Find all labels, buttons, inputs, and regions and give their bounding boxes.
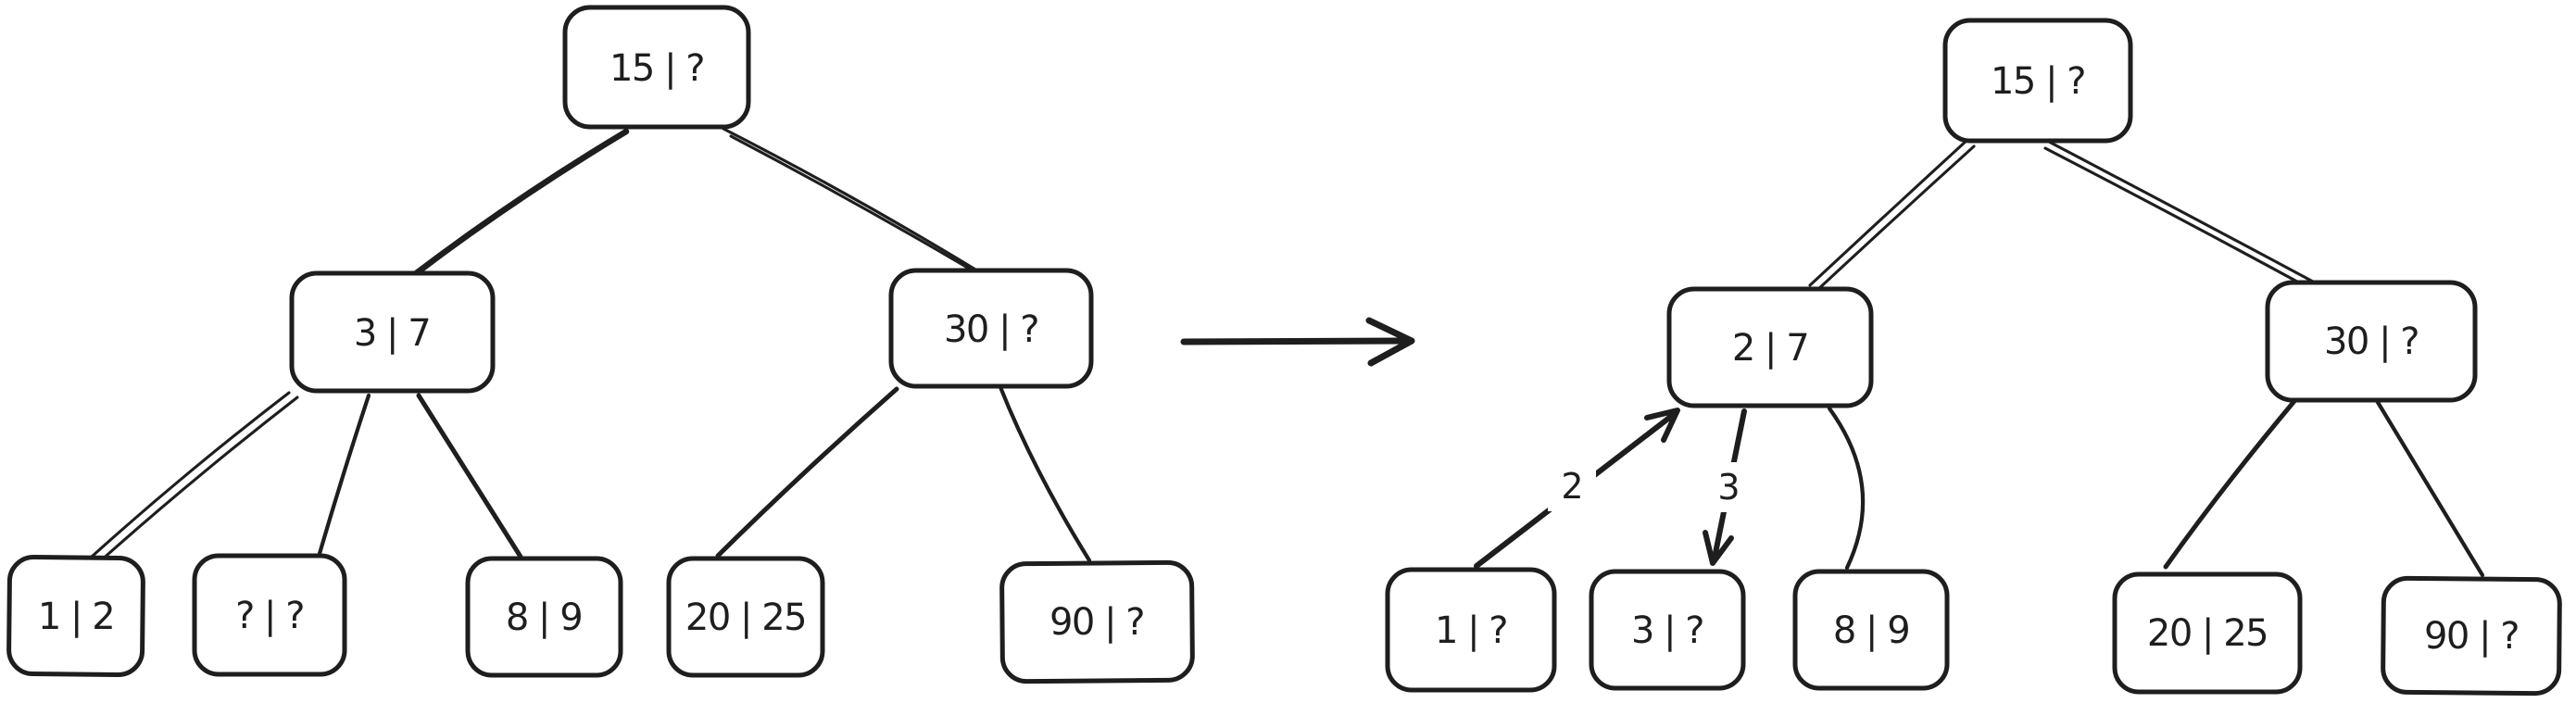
edge-30-to-90 <box>998 384 1092 563</box>
node-left-leaf-8-9: 8 | 9 <box>465 556 623 678</box>
node-label: 20 | 25 <box>2147 612 2268 655</box>
node-right-2-7: 2 | 7 <box>1666 286 1874 408</box>
edge-right-root-to-30-a <box>2047 140 2315 283</box>
node-label: 15 | ? <box>609 47 704 90</box>
edge-3-7-to-8-9 <box>416 393 523 559</box>
edge-2-7-to-8-9 <box>1827 406 1866 571</box>
node-label: 8 | 9 <box>506 596 582 639</box>
edge-right-30-to-90 <box>2373 396 2485 578</box>
up-arrow-label-bg <box>1548 460 1596 511</box>
left-tree: 15 | ? 3 | 7 30 | ? 1 | 2 ? | ? 8 | 9 20… <box>6 5 1195 684</box>
node-left-leaf-90: 90 | ? <box>999 559 1195 684</box>
node-label: 90 | ? <box>1049 601 1144 644</box>
transform-arrow-head <box>1365 317 1415 367</box>
node-label: 3 | 7 <box>354 312 430 355</box>
node-right-leaf-1: 1 | ? <box>1385 567 1557 693</box>
node-left-root-15: 15 | ? <box>562 5 751 130</box>
edge-30-to-20-25 <box>715 386 899 559</box>
node-left-leaf-1-2: 1 | 2 <box>6 555 145 677</box>
node-label: 2 | 7 <box>1732 327 1808 370</box>
edge-right-root-to-2-7-a <box>1808 138 1969 287</box>
node-right-leaf-8-9: 8 | 9 <box>1792 569 1950 691</box>
node-label: 1 | ? <box>1435 609 1507 652</box>
right-tree: 15 | ? 2 | 7 30 | ? 1 | ? 3 | ? 8 | 9 20… <box>1385 18 2562 697</box>
node-label: 20 | 25 <box>685 596 806 639</box>
node-right-leaf-90: 90 | ? <box>2381 575 2562 697</box>
down-arrow-head <box>1703 530 1734 566</box>
edge-right-30-to-20-25 <box>2163 398 2297 570</box>
node-right-30: 30 | ? <box>2265 280 2478 403</box>
node-left-leaf-20-25: 20 | 25 <box>666 556 825 678</box>
value-2-up-arrow <box>1474 408 1680 569</box>
node-right-leaf-3: 3 | ? <box>1589 569 1746 691</box>
node-left-30: 30 | ? <box>888 268 1094 389</box>
node-right-leaf-20-25: 20 | 25 <box>2112 571 2303 695</box>
edge-right-root-to-2-7-b <box>1815 144 1976 293</box>
edge-3-7-to-q-q <box>316 393 371 559</box>
down-arrow-label-bg <box>1706 462 1751 512</box>
node-left-3-7: 3 | 7 <box>289 270 496 394</box>
node-right-root-15: 15 | ? <box>1942 18 2133 144</box>
edge-right-root-to-30-b <box>2043 146 2309 289</box>
node-label: 1 | 2 <box>38 596 114 638</box>
value-3-down-arrow <box>1703 408 1751 566</box>
transform-arrow-shaft <box>1180 337 1408 345</box>
edge-3-7-to-1-2-b <box>98 395 299 563</box>
up-arrow-head <box>1644 408 1680 443</box>
up-arrow-label: 2 <box>1561 466 1582 507</box>
edge-3-7-to-1-2-a <box>90 391 291 559</box>
node-label: 15 | ? <box>1991 60 2085 103</box>
node-label: 8 | 9 <box>1833 609 1909 652</box>
edge-left-root-to-30-b <box>729 134 984 278</box>
edge-left-root-to-30-a <box>722 127 977 271</box>
edge-left-root-to-3-7 <box>411 128 630 278</box>
node-label: 3 | ? <box>1631 609 1703 652</box>
node-left-leaf-q-q: ? | ? <box>192 553 347 677</box>
node-label: 30 | ? <box>2324 320 2419 363</box>
transform-arrow-icon <box>1180 317 1415 367</box>
down-arrow-label: 3 <box>1717 467 1739 508</box>
node-label: 30 | ? <box>944 308 1038 351</box>
node-label: ? | ? <box>235 595 304 637</box>
node-label: 90 | ? <box>2424 615 2519 658</box>
